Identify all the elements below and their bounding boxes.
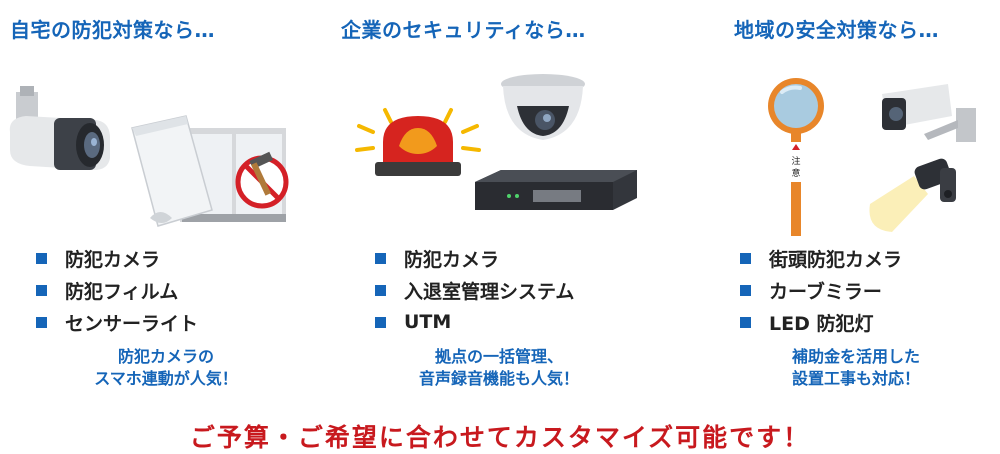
list-item-label: 入退室管理システム — [404, 280, 575, 303]
led-street-light-icon — [869, 158, 956, 232]
column-heading: 地域の安全対策なら… — [734, 18, 939, 42]
square-bullet-icon — [740, 316, 751, 328]
list-item-label: LED 防犯灯 — [769, 312, 874, 335]
note-line: 補助金を活用した — [791, 347, 920, 366]
column-note: 防犯カメラの スマホ連動が人気！ — [16, 346, 316, 390]
column-heading: 自宅の防犯対策なら… — [10, 18, 215, 42]
list-item: LED 防犯灯 — [740, 306, 902, 338]
square-bullet-icon — [740, 252, 751, 264]
column-heading: 企業のセキュリティなら… — [341, 18, 586, 42]
list-item-label: 防犯カメラ — [404, 248, 500, 271]
community-illustration: 注 意 — [768, 78, 976, 236]
square-bullet-icon — [375, 284, 386, 296]
list-item-label: UTM — [404, 311, 452, 333]
wall-camera-icon — [882, 84, 976, 142]
column-community: 地域の安全対策なら… 注 意 街頭防犯カメラ — [666, 0, 999, 420]
list-item-label: 防犯カメラ — [65, 248, 161, 271]
feature-list: 防犯カメラ 防犯フィルム センサーライト — [36, 242, 198, 338]
list-item-label: センサーライト — [65, 312, 199, 335]
home-illustration — [9, 86, 289, 227]
bullet-camera-icon — [9, 86, 110, 170]
list-item: 入退室管理システム — [375, 274, 574, 306]
list-item-label: 街頭防犯カメラ — [769, 248, 903, 271]
square-bullet-icon — [375, 252, 386, 264]
curve-mirror-icon: 注 意 — [768, 78, 824, 236]
square-bullet-icon — [36, 252, 47, 264]
note-line: 防犯カメラの — [117, 347, 214, 366]
list-item-label: カーブミラー — [769, 280, 882, 303]
list-item: UTM — [375, 306, 574, 338]
mirror-sign-text: 注 — [791, 155, 800, 167]
network-switch-icon — [475, 170, 637, 210]
note-line: スマホ連動が人気！ — [94, 369, 238, 388]
list-item-label: 防犯フィルム — [65, 280, 179, 303]
list-item: 街頭防犯カメラ — [740, 242, 902, 274]
note-line: 拠点の一括管理、 — [434, 347, 563, 366]
feature-list: 街頭防犯カメラ カーブミラー LED 防犯灯 — [740, 242, 902, 338]
enterprise-illustration — [355, 74, 637, 210]
no-hammer-icon — [235, 151, 289, 209]
square-bullet-icon — [36, 316, 47, 328]
siren-icon — [355, 108, 481, 176]
customization-tagline: ご予算・ご希望に合わせてカスタマイズ可能です！ — [189, 423, 811, 452]
list-item: 防犯カメラ — [36, 242, 198, 274]
list-item: 防犯フィルム — [36, 274, 198, 306]
list-item: カーブミラー — [740, 274, 902, 306]
square-bullet-icon — [36, 284, 47, 296]
note-line: 設置工事も対応！ — [791, 369, 920, 388]
square-bullet-icon — [375, 316, 386, 328]
column-home: 自宅の防犯対策なら… 防犯カメラ — [0, 0, 333, 420]
list-item: 防犯カメラ — [375, 242, 574, 274]
list-item: センサーライト — [36, 306, 198, 338]
column-enterprise: 企業のセキュリティなら… — [333, 0, 666, 420]
column-note: 拠点の一括管理、 音声録音機能も人気！ — [349, 346, 649, 390]
dome-camera-icon — [501, 74, 585, 140]
square-bullet-icon — [740, 284, 751, 296]
mirror-sign-text: 意 — [791, 167, 800, 179]
column-note: 補助金を活用した 設置工事も対応！ — [706, 346, 1000, 390]
feature-list: 防犯カメラ 入退室管理システム UTM — [375, 242, 574, 338]
note-line: 音声録音機能も人気！ — [418, 369, 579, 388]
